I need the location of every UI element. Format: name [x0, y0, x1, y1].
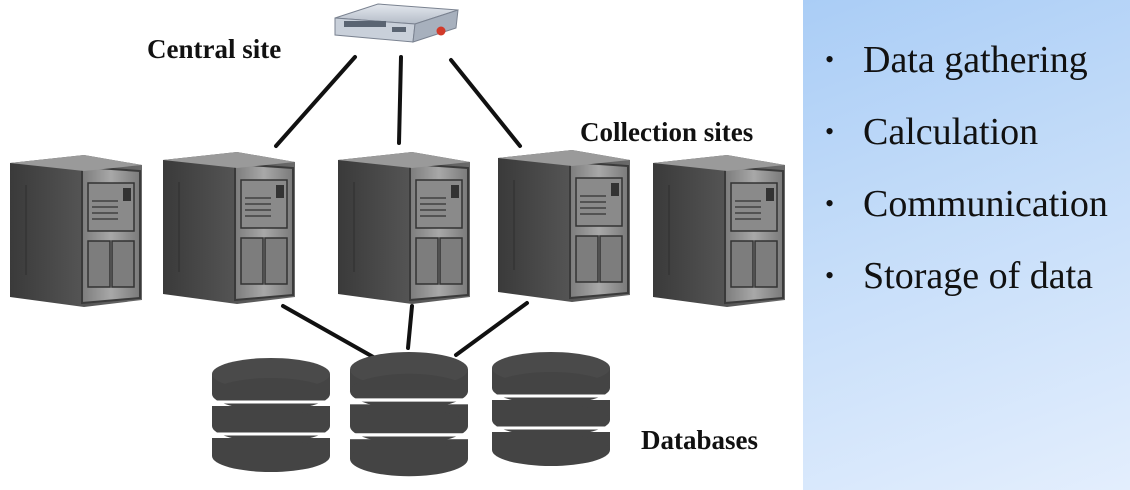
- feature-item-calculation: • Calculation: [825, 96, 1108, 168]
- central-site-appliance-icon: [334, 3, 459, 43]
- features-panel: • Data gathering • Calculation • Communi…: [803, 0, 1130, 490]
- link-site-2-to-db: [281, 304, 377, 360]
- bullet-icon: •: [825, 117, 835, 146]
- link-site-3-to-db: [406, 304, 414, 350]
- bullet-icon: •: [825, 45, 835, 74]
- feature-label: Data gathering: [863, 39, 1088, 81]
- collection-server-5-icon: [652, 154, 786, 308]
- central-site-label: Central site: [147, 34, 282, 64]
- feature-label: Calculation: [863, 111, 1039, 153]
- link-central-to-site-4: [449, 58, 522, 148]
- feature-list: • Data gathering • Calculation • Communi…: [825, 24, 1108, 312]
- feature-item-data-gathering: • Data gathering: [825, 24, 1108, 96]
- network-diagram: [9, 3, 786, 478]
- collection-server-4-icon: [497, 149, 631, 303]
- collection-sites-label: Collection sites: [580, 117, 754, 147]
- feature-item-communication: • Communication: [825, 168, 1108, 240]
- bullet-icon: •: [825, 189, 835, 218]
- feature-item-storage-of-data: • Storage of data: [825, 240, 1108, 312]
- database-3-icon: [490, 350, 612, 468]
- database-2-icon: [348, 350, 470, 478]
- link-central-to-site-3: [397, 55, 403, 145]
- link-central-to-site-2: [274, 55, 357, 148]
- collection-server-1-icon: [9, 154, 143, 308]
- feature-label: Storage of data: [863, 255, 1094, 297]
- collection-server-2-icon: [162, 151, 296, 305]
- link-site-4-to-db: [454, 301, 529, 357]
- feature-label: Communication: [863, 183, 1108, 225]
- database-1-icon: [210, 356, 332, 474]
- bullet-icon: •: [825, 261, 835, 290]
- collection-server-3-icon: [337, 151, 471, 305]
- databases-label: Databases: [641, 425, 759, 455]
- connection-lines: [274, 55, 529, 360]
